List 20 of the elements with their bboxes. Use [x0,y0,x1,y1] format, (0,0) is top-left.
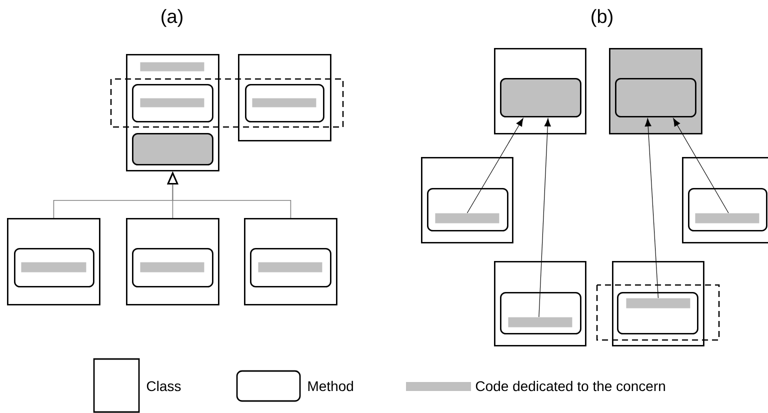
panel-label: (b) [592,9,612,27]
code-bar [695,213,760,224]
legend-label: Code dedicated to the concern [476,380,665,392]
legend-label: Class [146,380,181,392]
method-box [132,133,214,166]
code-bar [140,262,204,272]
dependency-arrow [538,118,551,318]
dependency-arrow [644,118,658,298]
legend-label: Method [308,380,353,392]
code-bar [21,262,86,272]
method-box [615,78,696,118]
code-bar [252,98,316,108]
panel-label: (a) [162,9,182,27]
code-bar [435,213,500,224]
code-bar [626,298,690,308]
code-bar [258,262,322,272]
method-box [500,78,582,118]
code-bar [140,98,204,108]
code-bar [140,62,204,72]
code-bar [508,317,572,328]
